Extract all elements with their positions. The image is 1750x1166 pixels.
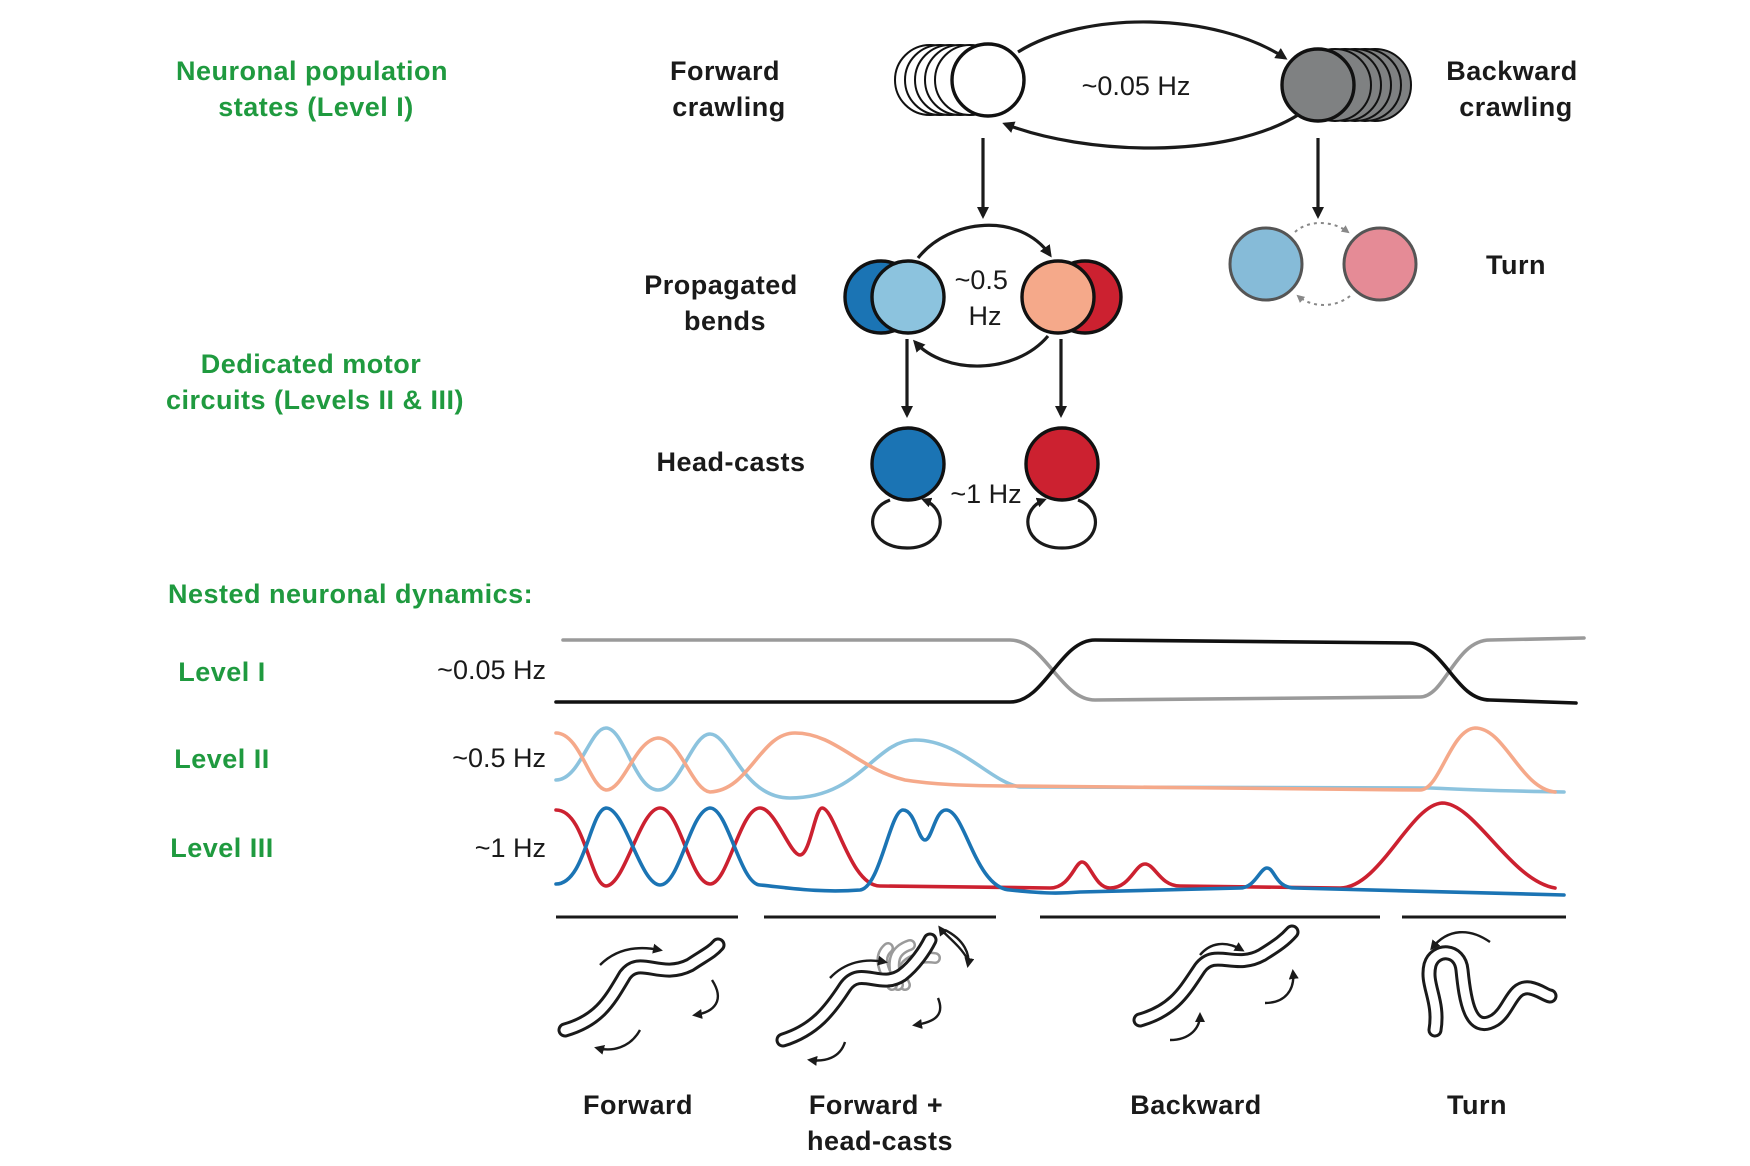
headcast-freq: ~1 Hz xyxy=(950,479,1021,509)
propagated-bends-label: Propagated bends xyxy=(644,270,806,336)
bend-transition-freq: ~0.5 Hz xyxy=(955,265,1016,331)
turn-label: Turn xyxy=(1486,250,1546,280)
turn-forward-dotted-arrow xyxy=(1294,222,1350,234)
row-level2-label: Level II xyxy=(174,744,270,774)
level3-blue-trace xyxy=(554,806,1566,897)
behavior-forward-label: Forward xyxy=(583,1090,693,1120)
level1-gray-trace xyxy=(561,636,1586,702)
forward-to-backward-arrow xyxy=(1017,20,1288,60)
head-casts-label: Head-casts xyxy=(656,447,805,477)
forward-crawling-label: Forward crawling xyxy=(670,56,788,122)
level1-black-trace xyxy=(554,638,1578,705)
row-level2-freq: ~0.5 Hz xyxy=(452,743,546,773)
headcast-blue-node xyxy=(870,426,946,502)
backward-crawling-label: Backward crawling xyxy=(1446,56,1586,122)
turn-worm-icon xyxy=(1421,930,1558,1038)
row-level1-freq: ~0.05 Hz xyxy=(437,655,546,685)
headcast-blue-self-loop xyxy=(871,497,942,550)
turn-back-dotted-arrow xyxy=(1296,294,1351,306)
bend-left-to-right-arrow xyxy=(916,223,1052,260)
turn-blue-node xyxy=(1228,226,1304,302)
level23-group-label: Dedicated motor circuits (Levels II & II… xyxy=(166,349,464,415)
nested-dynamics-label: Nested neuronal dynamics: xyxy=(168,579,533,609)
bend-right-to-left-arrow xyxy=(912,334,1050,368)
headcast-red-self-loop xyxy=(1026,497,1097,550)
right-bend-node xyxy=(1020,259,1123,335)
behavior-backward-label: Backward xyxy=(1130,1090,1262,1120)
row-level3-freq: ~1 Hz xyxy=(475,833,546,863)
forward-crawling-node xyxy=(894,42,1026,118)
level3-red-trace xyxy=(554,801,1557,890)
level1-group-label: Neuronal population states (Level I) xyxy=(176,56,456,122)
row-level1-label: Level I xyxy=(178,657,266,687)
backward-worm-icon xyxy=(1132,924,1300,1042)
behavior-forward-headcasts-label: Forward + head-casts xyxy=(807,1090,953,1156)
forward-worm-icon xyxy=(557,937,726,1055)
left-bend-node xyxy=(843,259,946,335)
crawl-transition-freq: ~0.05 Hz xyxy=(1082,71,1191,101)
forward-headcast-worm-icon xyxy=(775,925,975,1066)
row-level3-label: Level III xyxy=(170,833,274,863)
behavior-turn-label: Turn xyxy=(1447,1090,1507,1120)
turn-red-node xyxy=(1342,226,1418,302)
backward-to-forward-arrow xyxy=(1002,113,1299,150)
backward-crawling-node xyxy=(1280,47,1412,123)
level2-salmon-trace xyxy=(554,726,1557,794)
headcast-red-node xyxy=(1024,426,1100,502)
